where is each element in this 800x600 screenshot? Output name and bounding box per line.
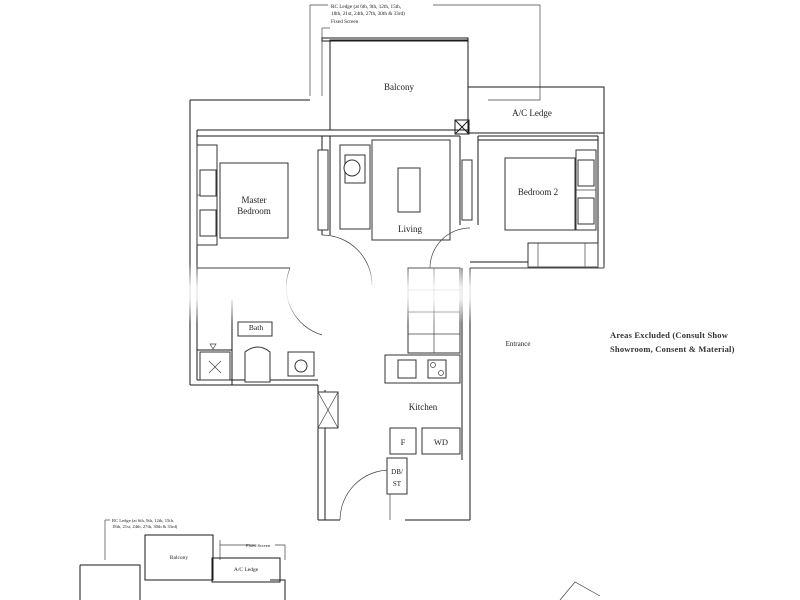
inset-rc-ledge-line2: 18th, 21st, 24th, 27th, 30th & 33rd) [112,524,178,530]
master-bed [219,162,289,239]
side-note-line1: Areas Excluded (Consult Show [610,330,729,340]
master-bedroom-label-2: Bedroom [237,206,271,216]
balcony-label: Balcony [384,82,414,92]
coffee-table [397,167,421,213]
kitchen-label: Kitchen [409,402,438,412]
living-label: Living [398,224,422,234]
washer-dryer [421,427,461,455]
wd-label: WD [434,437,448,447]
kitchen-counter [384,354,461,384]
rc-ledge-note-line2: 18th, 21st, 24th, 27th, 30th & 33rd) [331,10,405,17]
inset-balcony: Balcony [170,555,189,561]
bedroom2-bed [504,157,576,231]
inset-ac-ledge: A/C Ledge [234,567,259,573]
db-st-cabinet [386,457,408,495]
master-side-table-1 [199,169,217,197]
shower [199,351,231,381]
bedroom2-label: Bedroom 2 [518,187,558,197]
inset-fixed-screen: Fixed Screen [246,543,271,548]
bath-label: Bath [249,323,263,332]
entrance-label: Entrance [506,340,531,348]
ac-ledge-label: A/C Ledge [512,108,552,118]
north-arrow [559,581,601,600]
master-side-table-2 [199,209,217,237]
inset-rc-ledge-line1: RC Ledge (at 6th, 9th, 12th, 15th, [112,518,174,524]
fridge [389,427,417,455]
outer-walls [189,37,605,521]
toilet [244,346,271,383]
rc-ledge-note-line1: RC Ledge (at 6th, 9th, 12th, 15th, [331,3,401,10]
dbst-label-2: ST [393,480,402,488]
fridge-label: F [401,437,406,447]
side-note-line2: Showroom, Consent & Material) [610,344,735,354]
fixed-screen-note: Fixed Screen [331,19,359,25]
key-plan-inset [79,519,286,600]
glare-band [0,263,800,323]
hob [427,359,447,379]
dbst-label-1: DB/ [391,468,403,476]
master-bedroom-label-1: Master [242,195,267,205]
sink [397,359,417,379]
